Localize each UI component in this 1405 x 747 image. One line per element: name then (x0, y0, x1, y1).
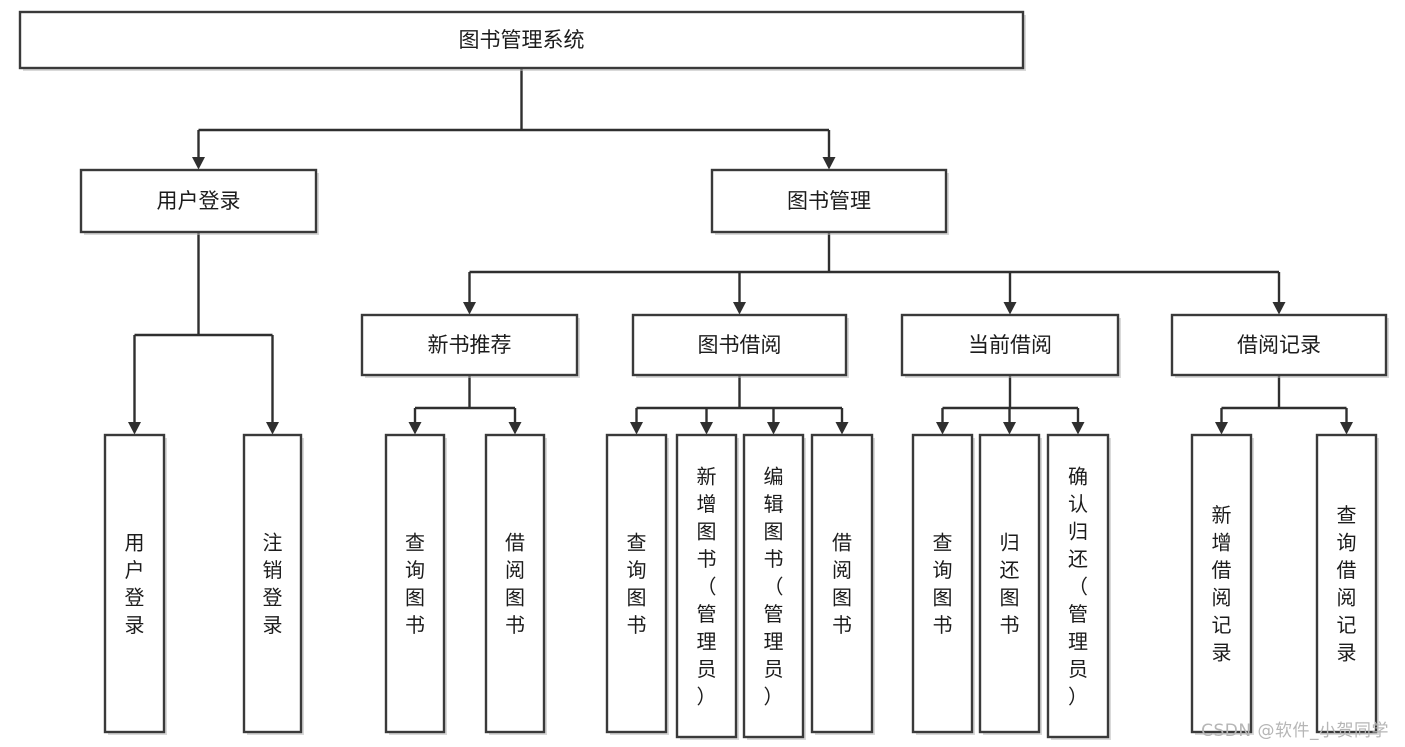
node-current-borrow[interactable]: 当前借阅 (900, 313, 1121, 378)
node-label: 借阅图书 (832, 531, 852, 638)
node-label: 查询借阅记录 (1337, 503, 1357, 665)
node-label: 查询图书 (933, 531, 953, 638)
arrow-head-icon (936, 422, 949, 435)
node-box[interactable] (1046, 433, 1110, 739)
arrow-head-icon (1215, 422, 1228, 435)
node-label: 借阅记录 (1237, 333, 1321, 357)
arrow-head-icon (1003, 302, 1017, 315)
node-box[interactable] (1190, 433, 1253, 734)
arrow-head-icon (1272, 302, 1286, 315)
node-leaf-confirm-return[interactable]: 确认归还（管理员） (1046, 433, 1111, 740)
node-box[interactable] (79, 168, 318, 234)
arrow-head-icon (733, 302, 746, 315)
arrow-head-icon (408, 422, 422, 435)
node-box[interactable] (631, 313, 848, 377)
arrow-head-icon (463, 302, 476, 315)
node-leaf-borrow-book-2[interactable]: 借阅图书 (810, 433, 875, 735)
node-borrow-record[interactable]: 借阅记录 (1170, 313, 1389, 378)
node-box[interactable] (911, 433, 974, 734)
node-box[interactable] (978, 433, 1041, 734)
arrow-head-icon (630, 422, 643, 435)
node-leaf-return-book[interactable]: 归还图书 (978, 433, 1042, 735)
node-box[interactable] (242, 433, 303, 734)
node-box[interactable] (484, 433, 546, 734)
node-leaf-query-book-1[interactable]: 查询图书 (384, 433, 447, 735)
node-label: 确认归还（管理员） (1068, 464, 1088, 708)
arrow-head-icon (266, 422, 279, 435)
node-label: 图书管理 (787, 189, 871, 213)
watermark-text: CSDN @软件_小贺同学 (1201, 721, 1389, 741)
node-leaf-borrow-book-1[interactable]: 借阅图书 (484, 433, 547, 735)
node-label: 用户登录 (125, 531, 145, 638)
arrow-head-icon (508, 422, 522, 435)
node-box[interactable] (605, 433, 668, 734)
arrow-head-icon (1003, 422, 1016, 435)
node-leaf-edit-book[interactable]: 编辑图书（管理员） (742, 433, 806, 740)
node-label: 新增图书（管理员） (697, 464, 717, 708)
node-box[interactable] (103, 433, 166, 734)
node-box[interactable] (710, 168, 948, 234)
arrow-head-icon (128, 422, 141, 435)
node-label: 新增借阅记录 (1212, 503, 1232, 665)
node-box[interactable] (742, 433, 805, 739)
node-box[interactable] (18, 10, 1025, 70)
node-leaf-logout[interactable]: 注销登录 (242, 433, 304, 735)
arrow-head-icon (700, 422, 713, 435)
node-leaf-add-record[interactable]: 新增借阅记录 (1190, 433, 1254, 735)
node-box[interactable] (810, 433, 874, 734)
node-book-manage[interactable]: 图书管理 (710, 168, 949, 235)
node-label: 用户登录 (157, 189, 241, 213)
node-layer: 图书管理系统用户登录图书管理新书推荐图书借阅当前借阅借阅记录用户登录注销登录查询… (18, 10, 1389, 740)
arrow-head-icon (1071, 422, 1085, 435)
connector-layer (128, 68, 1353, 435)
node-label: 查询图书 (627, 531, 647, 638)
arrow-head-icon (192, 157, 205, 170)
node-user-login[interactable]: 用户登录 (79, 168, 319, 235)
node-label: 编辑图书（管理员） (764, 464, 784, 708)
node-leaf-query-book-2[interactable]: 查询图书 (605, 433, 669, 735)
node-book-borrow[interactable]: 图书借阅 (631, 313, 849, 378)
arrow-head-icon (822, 157, 836, 170)
node-label: 图书管理系统 (459, 28, 585, 52)
node-label: 当前借阅 (968, 333, 1052, 357)
node-label: 图书借阅 (698, 333, 782, 357)
node-label: 借阅图书 (505, 531, 525, 638)
node-new-book-rec[interactable]: 新书推荐 (360, 313, 580, 378)
node-leaf-add-book[interactable]: 新增图书（管理员） (675, 433, 739, 740)
node-box[interactable] (360, 313, 579, 377)
node-root[interactable]: 图书管理系统 (18, 10, 1026, 71)
node-leaf-query-record[interactable]: 查询借阅记录 (1315, 433, 1379, 735)
arrow-head-icon (1340, 422, 1353, 435)
node-label: 归还图书 (1000, 531, 1020, 638)
arrow-head-icon (767, 422, 780, 435)
node-leaf-query-book-3[interactable]: 查询图书 (911, 433, 975, 735)
node-box[interactable] (1315, 433, 1378, 734)
node-box[interactable] (384, 433, 446, 734)
arrow-head-icon (835, 422, 849, 435)
node-box[interactable] (900, 313, 1120, 377)
node-box[interactable] (675, 433, 738, 739)
node-leaf-user-login[interactable]: 用户登录 (103, 433, 167, 735)
node-box[interactable] (1170, 313, 1388, 377)
node-label: 新书推荐 (428, 333, 512, 357)
node-label: 注销登录 (263, 531, 283, 638)
node-label: 查询图书 (405, 531, 425, 638)
